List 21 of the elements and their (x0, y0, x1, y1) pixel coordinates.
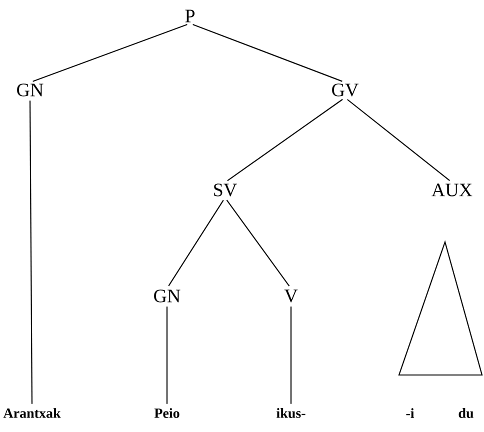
category-label: GN (154, 290, 180, 302)
category-label: V (284, 290, 298, 302)
word-label: Peio (154, 408, 180, 418)
word-label: Arantxak (3, 408, 61, 418)
tree-branch (166, 306, 168, 404)
tree-branch (32, 24, 188, 82)
tree-branch (227, 98, 343, 182)
category-label: AUX (432, 184, 472, 196)
category-label: GV (332, 84, 358, 96)
tree-branch (168, 200, 224, 286)
category-label: SV (214, 184, 237, 196)
word-label: -i (406, 408, 414, 418)
tree-branch (192, 24, 342, 82)
word-label: du (458, 408, 474, 418)
tree-branch (290, 306, 292, 404)
word-label: ikus- (276, 408, 306, 418)
category-label: GN (17, 84, 44, 96)
category-label: P (185, 10, 195, 22)
tree-branch (347, 99, 450, 181)
tree-branch (29, 100, 33, 404)
tree-branch (226, 200, 290, 286)
